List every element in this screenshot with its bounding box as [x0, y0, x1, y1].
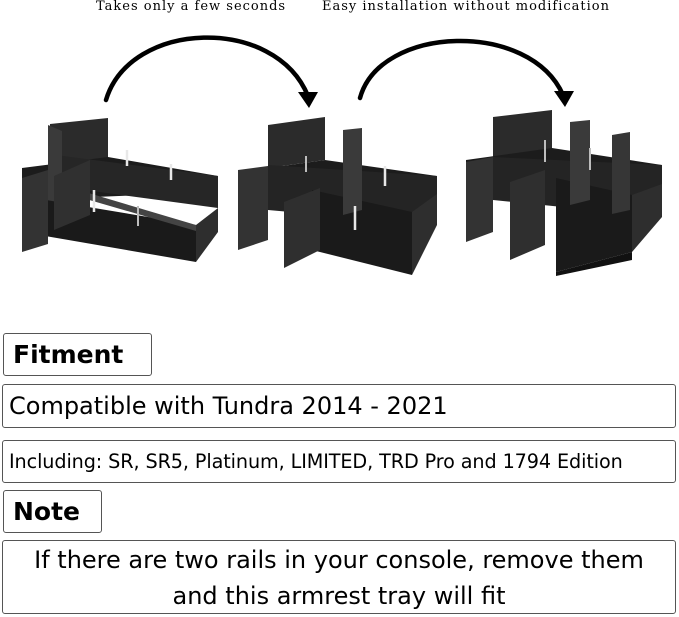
curved-arrow-icon [103, 35, 318, 108]
compatibility-text: Compatible with Tundra 2014 - 2021 [2, 384, 676, 428]
including-trims-text: Including: SR, SR5, Platinum, LIMITED, T… [2, 440, 676, 483]
fitment-heading: Fitment [3, 333, 152, 376]
note-text: If there are two rails in your console, … [2, 540, 676, 614]
note-heading: Note [3, 490, 102, 533]
note-line-2: and this armrest tray will fit [172, 582, 506, 610]
note-line-1: If there are two rails in your console, … [34, 546, 644, 574]
curved-arrow-icon [357, 38, 574, 107]
divider-grid-image [238, 117, 437, 275]
caption-takes-seconds: Takes only a few seconds [96, 0, 287, 14]
product-illustration [22, 35, 662, 276]
caption-easy-installation: Easy installation without modification [322, 0, 610, 14]
divider-grid-image [466, 110, 662, 276]
divider-grid-image [22, 118, 218, 262]
